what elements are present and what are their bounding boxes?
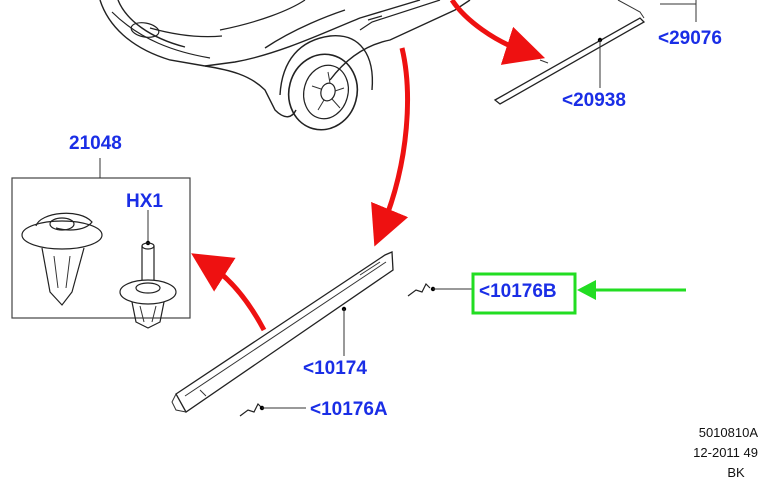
highlight-10176b	[471, 272, 686, 315]
hx1-fastener-illustration	[119, 210, 177, 329]
green-highlight-box	[471, 272, 577, 315]
drawing-footer: 5010810A 12-2011 49 BK	[693, 425, 758, 480]
part-label-29076[interactable]: <29076	[658, 28, 722, 49]
part-label-10174[interactable]: <10174	[303, 358, 367, 379]
drawing-id: 5010810A	[699, 425, 759, 440]
part-label-10176a[interactable]: <10176A	[310, 399, 388, 420]
clip-detail-box	[11, 158, 191, 329]
roof-moulding-part	[493, 0, 697, 105]
red-arrow-to-sill	[371, 47, 410, 247]
push-clip-illustration	[21, 212, 103, 306]
clip-10176a	[239, 402, 306, 417]
part-label-10176b[interactable]: <10176B	[479, 281, 557, 302]
part-labels: <29076 <20938 21048 HX1 <10176B <10174 <…	[69, 28, 722, 420]
drawing-date-code: 12-2011 49	[693, 445, 758, 460]
part-label-20938[interactable]: <20938	[562, 90, 626, 111]
part-label-hx1[interactable]: HX1	[126, 191, 163, 212]
clip-10176b	[407, 282, 474, 297]
red-arrows	[191, 0, 546, 332]
red-arrow-to-clip-box	[191, 253, 267, 332]
drawing-code: BK	[727, 465, 745, 480]
part-label-21048[interactable]: 21048	[69, 133, 122, 154]
green-arrow-head	[577, 280, 596, 300]
car-front-illustration	[99, 0, 471, 131]
sill-moulding-part	[171, 251, 394, 413]
red-arrow-to-moulding	[449, 0, 546, 65]
